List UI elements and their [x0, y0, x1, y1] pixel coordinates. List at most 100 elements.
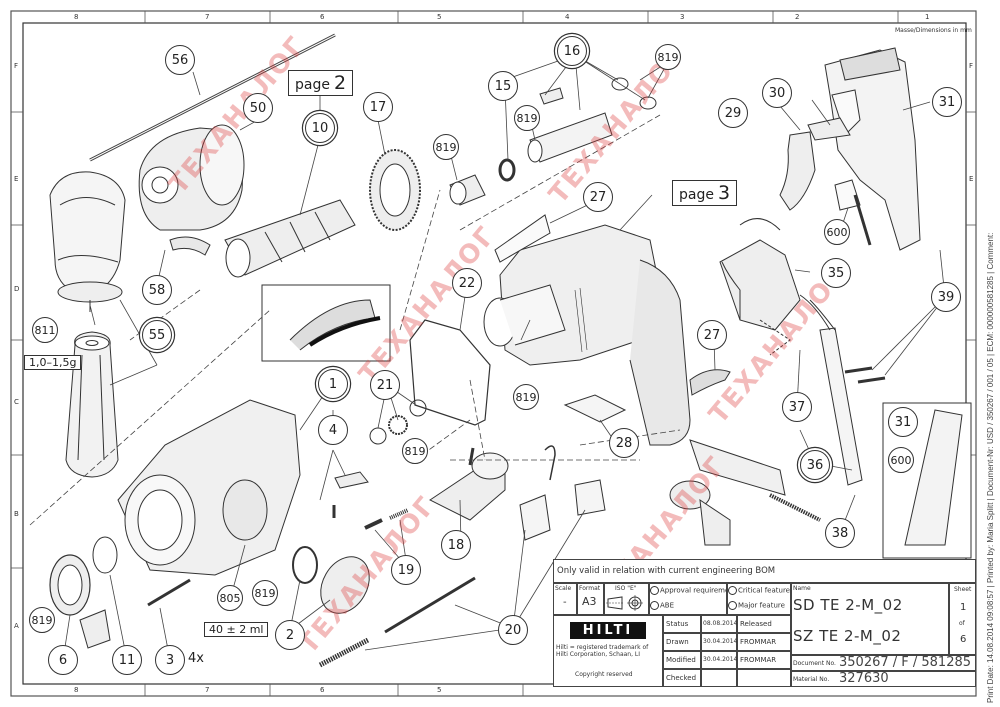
checked-label: Checked [666, 674, 697, 682]
callout-50[interactable]: 50 [243, 93, 273, 123]
callout-3[interactable]: 3 [155, 645, 185, 675]
callout-36[interactable]: 36 [800, 450, 830, 480]
part-latch-4 [334, 471, 369, 489]
zone-label-bottom: 7 [205, 686, 210, 694]
zone-label-side: F [969, 62, 974, 70]
validity-row [553, 559, 976, 583]
callout-21[interactable]: 21 [370, 370, 400, 400]
callout-31[interactable]: 31 [932, 87, 962, 117]
callout-819[interactable]: 819 [29, 607, 55, 633]
part-label-28 [563, 394, 627, 423]
name-label: Name [793, 585, 811, 592]
part-spring-20 [318, 637, 370, 668]
callout-17[interactable]: 17 [363, 92, 393, 122]
zone-label-bottom: 5 [437, 686, 442, 694]
abe-option[interactable]: ABE [650, 601, 674, 610]
callout-819[interactable]: 819 [433, 134, 459, 160]
dimensions-note: Masse/Dimensions in mm [895, 27, 972, 34]
part-motor-housing [483, 224, 691, 446]
part-shaft-18 [429, 447, 509, 521]
callout-39[interactable]: 39 [931, 282, 961, 312]
page-ref-label: page [679, 187, 714, 203]
callout-10[interactable]: 10 [305, 113, 335, 143]
format-value: A3 [582, 595, 597, 608]
document-number-value: 350267 / F / 581285 [839, 655, 972, 670]
callout-58[interactable]: 58 [142, 275, 172, 305]
callout-16[interactable]: 16 [557, 36, 587, 66]
part-washer-21b [388, 415, 408, 435]
part-piston-assembly [449, 77, 657, 206]
callout-2[interactable]: 2 [275, 620, 305, 650]
projection-symbol-icon [606, 595, 643, 611]
callout-819[interactable]: 819 [514, 105, 540, 131]
callout-22[interactable]: 22 [452, 268, 482, 298]
callout-20[interactable]: 20 [498, 615, 528, 645]
quantity-note-3: 4x [188, 651, 204, 666]
status-value: Released [740, 620, 772, 628]
callout-819[interactable]: 819 [513, 384, 539, 410]
scale-label: Scale [555, 585, 572, 592]
callout-6[interactable]: 6 [48, 645, 78, 675]
callout-30[interactable]: 30 [762, 78, 792, 108]
page-ref-number: 2 [333, 72, 347, 94]
drawn-date: 30.04.2014 [703, 638, 738, 645]
callout-28[interactable]: 28 [609, 428, 639, 458]
callout-38[interactable]: 38 [825, 518, 855, 548]
radio-icon [728, 586, 737, 595]
callout-819[interactable]: 819 [402, 438, 428, 464]
callout-819[interactable]: 819 [655, 44, 681, 70]
print-info: Print Date: 14.08.2014 09:08:57 | Printe… [986, 232, 995, 703]
callout-819[interactable]: 819 [252, 580, 278, 606]
part-insert-58 [169, 236, 211, 256]
grease-spec-811: 1,0–1,5g [24, 355, 82, 370]
zone-label-side: A [14, 622, 19, 630]
modified-label: Modified [666, 656, 696, 664]
modified-date: 30.04.2014 [703, 656, 738, 663]
part-screw-39b [857, 376, 886, 384]
modified-by: FROMMAR [740, 656, 777, 664]
callout-4[interactable]: 4 [318, 415, 348, 445]
drawing-name-2: SZ TE 2-M_02 [793, 627, 902, 645]
drawn-label: Drawn [666, 638, 689, 646]
part-handle-31 [824, 47, 921, 251]
approval-requirement-option[interactable]: Approval requirement [650, 586, 736, 595]
sheet-label: Sheet [954, 586, 972, 593]
part-gasket-22 [409, 319, 491, 426]
material-number-label: Material No. [793, 676, 830, 683]
drawn-by: FROMMAR [740, 638, 777, 646]
callout-31[interactable]: 31 [888, 407, 918, 437]
zone-label-side: B [14, 510, 19, 518]
callout-600[interactable]: 600 [824, 219, 850, 245]
zone-label-top: 5 [437, 13, 442, 21]
part-sticker-600 [834, 179, 861, 211]
callout-805[interactable]: 805 [217, 585, 243, 611]
callout-18[interactable]: 18 [441, 530, 471, 560]
part-spindle-10 [224, 199, 356, 278]
callout-15[interactable]: 15 [488, 71, 518, 101]
callout-600[interactable]: 600 [888, 447, 914, 473]
callout-55[interactable]: 55 [142, 320, 172, 350]
part-cover-30 [807, 117, 851, 141]
major-feature-option[interactable]: Major feature [728, 601, 785, 610]
callout-56[interactable]: 56 [165, 45, 195, 75]
callout-11[interactable]: 11 [112, 645, 142, 675]
critical-feature-option[interactable]: Critical feature [728, 586, 790, 595]
callout-19[interactable]: 19 [391, 555, 421, 585]
zone-label-bottom: 6 [320, 686, 325, 694]
callout-35[interactable]: 35 [821, 258, 851, 288]
validity-note: Only valid in relation with current engi… [557, 566, 776, 576]
callout-27[interactable]: 27 [697, 320, 727, 350]
copyright-note: Copyright reserved [575, 671, 633, 678]
document-number-label: Document No. [793, 660, 836, 667]
callout-27[interactable]: 27 [583, 182, 613, 212]
radio-icon [728, 601, 737, 610]
callout-37[interactable]: 37 [782, 392, 812, 422]
callout-811[interactable]: 811 [32, 317, 58, 343]
part-grease-tool [79, 609, 111, 649]
inner-frame [22, 22, 967, 685]
callout-1[interactable]: 1 [318, 369, 348, 399]
part-pin-19 [364, 518, 383, 530]
callout-29[interactable]: 29 [718, 98, 748, 128]
